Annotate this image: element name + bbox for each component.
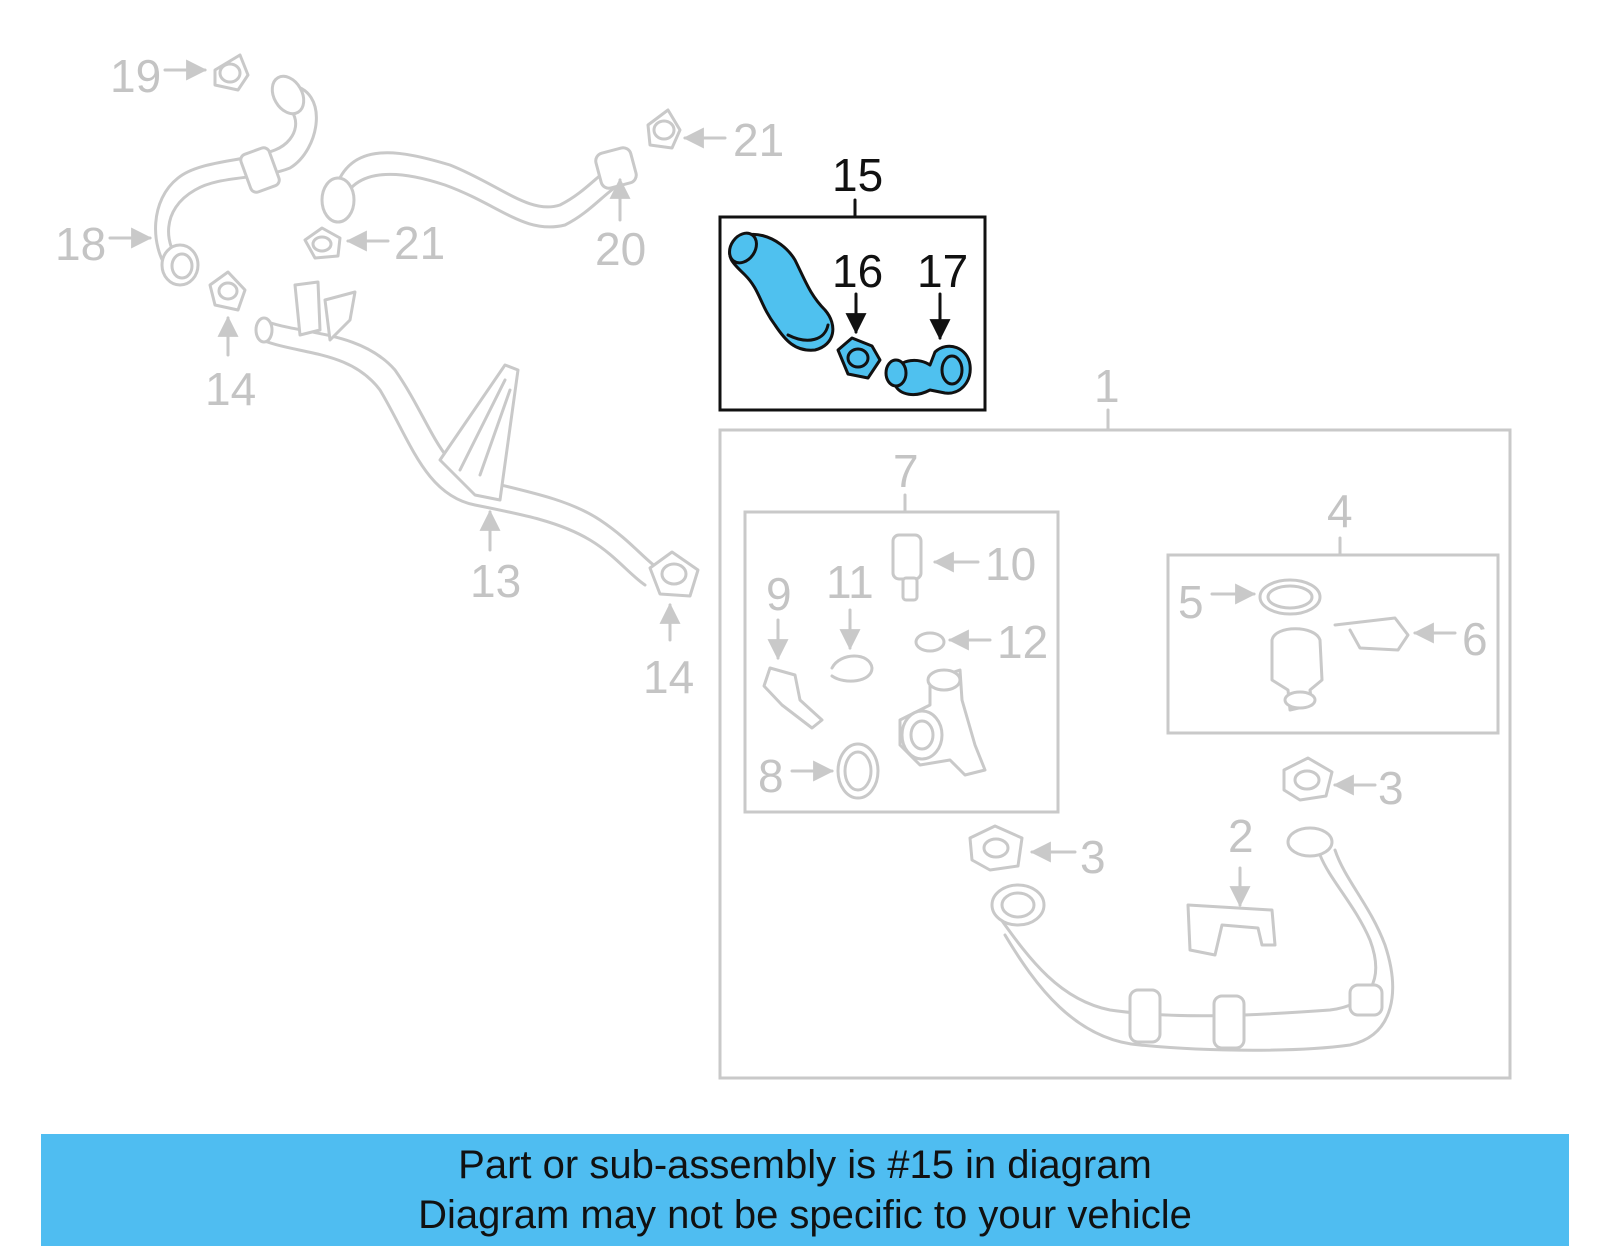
pipe-13 [254, 280, 662, 587]
callout-12: 12 [997, 616, 1048, 668]
assembly-7-box [743, 493, 1060, 814]
clip-6 [1333, 616, 1410, 652]
callout-18: 18 [55, 218, 106, 270]
callout-17: 17 [917, 245, 968, 297]
clip-9 [762, 666, 824, 730]
banner-line-1: Part or sub-assembly is #15 in diagram [458, 1143, 1152, 1187]
callout-11: 11 [826, 556, 874, 608]
assembly-15-box [718, 198, 987, 412]
callout-19: 19 [110, 50, 161, 102]
oring-5 [1258, 578, 1322, 616]
connector-4 [1270, 627, 1324, 712]
sensor-10 [891, 533, 923, 602]
info-banner: Part or sub-assembly is #15 in diagram D… [41, 1134, 1569, 1246]
callout-7: 7 [893, 445, 919, 497]
callout-4: 4 [1327, 485, 1353, 537]
oring-12 [914, 631, 946, 653]
connector-17 [884, 344, 972, 397]
callout-3-left: 3 [1080, 831, 1106, 883]
assembly-4-box [1166, 536, 1500, 735]
callout-15: 15 [832, 149, 883, 201]
clamp-21-lower [303, 226, 342, 260]
callout-20: 20 [595, 223, 646, 275]
callout-13: 13 [470, 555, 521, 607]
callout-16: 16 [832, 245, 883, 297]
clamp-3-left [968, 824, 1024, 872]
housing-7 [898, 668, 987, 777]
callout-5: 5 [1178, 576, 1204, 628]
clip-11 [830, 654, 874, 683]
callout-10: 10 [985, 538, 1036, 590]
clip-2 [1186, 903, 1277, 957]
hose-20 [320, 146, 638, 229]
assembly-1-box [718, 408, 1512, 1080]
callout-9: 9 [766, 568, 792, 620]
callout-8: 8 [758, 750, 784, 802]
callout-2: 2 [1228, 810, 1254, 862]
clamp-14-upper [208, 270, 247, 312]
clamp-14-lower [648, 550, 700, 598]
hose-15 [728, 231, 835, 352]
callout-21-upper: 21 [733, 114, 784, 166]
callout-6: 6 [1462, 613, 1488, 665]
callout-1: 1 [1094, 360, 1120, 412]
clamp-19 [213, 53, 250, 92]
oring-8 [836, 742, 880, 800]
callout-3-right: 3 [1378, 762, 1404, 814]
callout-14-lower: 14 [643, 651, 694, 703]
banner-line-2: Diagram may not be specific to your vehi… [418, 1193, 1192, 1237]
hose-1 [990, 826, 1395, 1052]
clamp-16 [836, 336, 882, 380]
callout-21-lower: 21 [394, 217, 445, 269]
clamp-21-upper [646, 108, 682, 150]
clamp-3-right [1282, 756, 1334, 802]
callout-14-upper: 14 [205, 363, 256, 415]
hose-18 [154, 74, 318, 287]
